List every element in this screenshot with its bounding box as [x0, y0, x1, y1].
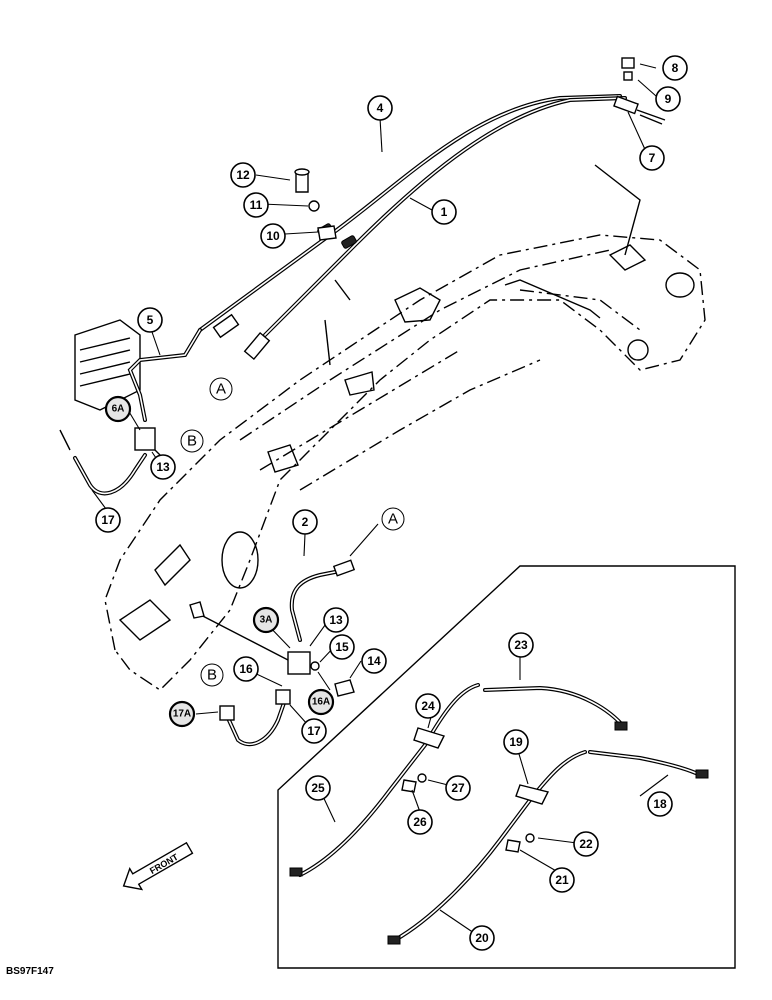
svg-text:3A: 3A — [260, 615, 273, 626]
callout-17a: 17A — [168, 700, 196, 728]
svg-text:24: 24 — [421, 699, 435, 713]
callout-3a: 3A — [252, 606, 280, 634]
callout-11: 11 — [243, 192, 269, 218]
clamp-hardware — [294, 168, 337, 241]
front-arrow: FRONT — [122, 841, 194, 891]
svg-text:B: B — [187, 433, 197, 450]
boom-outline — [104, 164, 706, 691]
svg-text:7: 7 — [649, 151, 656, 165]
svg-text:13: 13 — [329, 613, 343, 627]
callout-25: 25 — [305, 775, 331, 801]
callout-6a: 6A — [104, 395, 132, 423]
callout-10: 10 — [260, 223, 286, 249]
svg-text:26: 26 — [413, 815, 427, 829]
svg-text:16A: 16A — [312, 697, 330, 708]
callout-19: 19 — [503, 729, 529, 755]
svg-text:5: 5 — [147, 313, 154, 327]
svg-text:11: 11 — [250, 198, 263, 212]
ref-B-lower: B — [200, 663, 224, 687]
svg-text:14: 14 — [367, 654, 381, 668]
ref-B-upper: B — [180, 429, 204, 453]
svg-text:21: 21 — [555, 873, 569, 887]
callout-4: 4 — [367, 95, 393, 121]
svg-text:18: 18 — [653, 797, 667, 811]
callout-14: 14 — [361, 648, 387, 674]
upper-hydraulic-lines — [127, 57, 666, 422]
svg-text:6A: 6A — [112, 404, 125, 415]
callout-13-upper: 13 — [150, 454, 176, 480]
svg-text:A: A — [216, 381, 226, 398]
callout-8: 8 — [662, 55, 688, 81]
svg-text:12: 12 — [236, 168, 250, 182]
callout-17-upper: 17 — [95, 507, 121, 533]
detail-box — [277, 565, 736, 969]
svg-text:22: 22 — [579, 837, 593, 851]
callout-18: 18 — [647, 791, 673, 817]
svg-text:8: 8 — [672, 61, 679, 75]
svg-text:A: A — [388, 511, 398, 528]
svg-text:25: 25 — [311, 781, 325, 795]
callout-12: 12 — [230, 162, 256, 188]
svg-text:17A: 17A — [173, 709, 191, 720]
callout-21: 21 — [549, 867, 575, 893]
hose-17-lower — [219, 661, 355, 747]
callout-9: 9 — [655, 86, 681, 112]
svg-text:17: 17 — [307, 724, 321, 738]
callout-13-lower: 13 — [323, 607, 349, 633]
callout-5: 5 — [137, 307, 163, 333]
callout-15: 15 — [329, 634, 355, 660]
callout-24: 24 — [415, 693, 441, 719]
callout-20: 20 — [469, 925, 495, 951]
svg-text:1: 1 — [441, 205, 448, 219]
svg-text:B: B — [207, 667, 217, 684]
callout-16a: 16A — [307, 688, 335, 716]
hose-17-upper — [59, 427, 166, 496]
callout-17-lower: 17 — [301, 718, 327, 744]
ref-A-upper: A — [209, 377, 233, 401]
callout-23: 23 — [508, 632, 534, 658]
control-handle — [74, 319, 141, 411]
svg-text:27: 27 — [451, 781, 465, 795]
callout-27: 27 — [445, 775, 471, 801]
callout-26: 26 — [407, 809, 433, 835]
callout-22: 22 — [573, 831, 599, 857]
svg-text:9: 9 — [665, 92, 672, 106]
svg-text:20: 20 — [475, 931, 489, 945]
svg-text:19: 19 — [509, 735, 523, 749]
svg-text:13: 13 — [156, 460, 170, 474]
drawing-code: BS97F147 — [6, 966, 54, 977]
callout-2: 2 — [292, 509, 318, 535]
callout-16: 16 — [233, 656, 259, 682]
svg-text:2: 2 — [302, 515, 309, 529]
callout-1: 1 — [431, 199, 457, 225]
svg-text:10: 10 — [266, 229, 280, 243]
svg-text:17: 17 — [101, 513, 115, 527]
svg-text:15: 15 — [335, 640, 349, 654]
ref-A-lower: A — [381, 507, 405, 531]
svg-text:23: 23 — [514, 638, 528, 652]
line-2 — [189, 559, 356, 675]
callout-7: 7 — [639, 145, 665, 171]
svg-text:4: 4 — [377, 101, 384, 115]
svg-text:16: 16 — [239, 662, 253, 676]
